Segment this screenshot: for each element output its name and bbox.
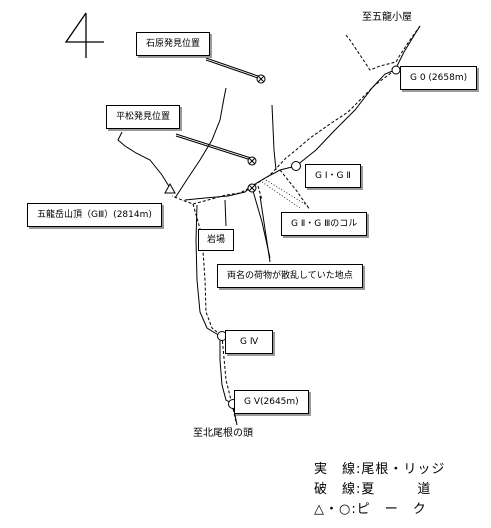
legend-symbol: 実 線	[314, 462, 357, 477]
legend-row-solid: 実 線:尾根・リッジ	[314, 460, 445, 480]
legend-symbol: △・○	[314, 502, 352, 517]
label-g2-g3-col: G Ⅱ・G Ⅲのコル	[281, 212, 368, 236]
col-leaders	[261, 179, 309, 209]
legend-row-dashed: 破 線:夏 道	[314, 480, 431, 500]
ishihara-found-marker	[256, 74, 266, 84]
legend-desc: ピ ー ク	[356, 502, 427, 517]
legend-symbol: 破 線	[314, 482, 357, 497]
hiramatsu-found-marker	[247, 156, 257, 166]
summit-triangle-marker	[164, 182, 176, 194]
legend-desc: 夏 道	[361, 482, 432, 497]
label-hiramatsu-found: 平松発見位置	[106, 105, 181, 129]
g1g2-peak-marker	[291, 161, 301, 171]
label-g0: G 0 (2658m)	[400, 66, 478, 90]
label-ishihara-found: 石原発見位置	[136, 32, 211, 56]
rock-band-marker	[224, 199, 227, 227]
legend-row-peak: △・○:ピ ー ク	[314, 500, 427, 520]
label-g1-g2: G Ⅰ・G Ⅱ	[305, 164, 361, 188]
label-g4: G Ⅳ	[225, 330, 274, 354]
label-goryu-summit: 五龍岳山頂（GⅢ）(2814m)	[27, 203, 162, 227]
label-rock-band: 岩場	[198, 229, 235, 251]
g0-peak-marker	[391, 65, 401, 75]
label-to-kitaone: 至北尾根の頭	[193, 428, 253, 439]
label-scattered-point: 両名の荷物が散乱していた地点	[217, 264, 363, 288]
legend-desc: 尾根・リッジ	[361, 462, 446, 477]
scattered-point-marker	[247, 183, 257, 193]
label-to-hut: 至五龍小屋	[362, 12, 412, 23]
leader-lines	[175, 57, 271, 263]
label-g5: G Ⅴ(2645m)	[234, 390, 309, 414]
figure-number-four	[64, 12, 104, 58]
